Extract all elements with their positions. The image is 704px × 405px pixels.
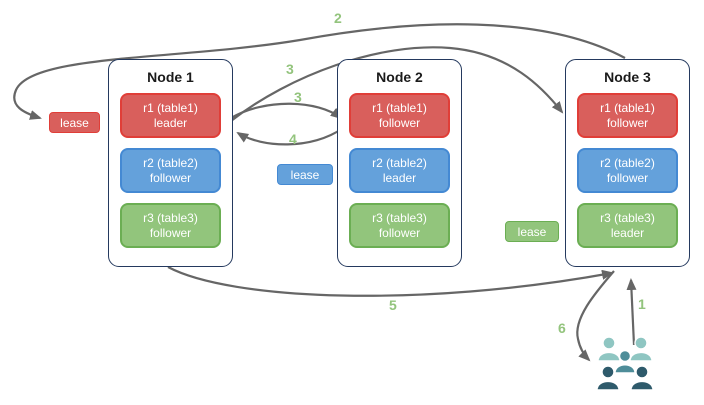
- node-title: Node 2: [376, 69, 423, 85]
- step-label-3b: 3: [294, 89, 302, 105]
- replica-role: follower: [606, 170, 649, 185]
- replica-r2-node1: r2 (table2) follower: [120, 148, 221, 193]
- replica-role: follower: [378, 115, 421, 130]
- replica-r1-node2: r1 (table1) follower: [349, 93, 450, 138]
- users-group-icon: [596, 336, 654, 391]
- step3-arrow-node1-to-node3: [230, 46, 564, 122]
- step1-arrow-users-to-node3: [626, 278, 637, 346]
- replica-range: r1 (table1): [600, 100, 655, 115]
- step-label-1: 1: [638, 296, 646, 312]
- node-2: Node 2 r1 (table1) follower r2 (table2) …: [337, 59, 462, 267]
- replica-r1-node3: r1 (table1) follower: [577, 93, 678, 138]
- replica-range: r2 (table2): [143, 155, 198, 170]
- step6-arrow-node3-to-users: [576, 270, 615, 362]
- node-1: Node 1 r1 (table1) leader r2 (table2) fo…: [108, 59, 233, 267]
- step-label-3a: 3: [286, 61, 294, 77]
- step2-arrow: [13, 23, 626, 120]
- step3-arrow-node1-to-node2: [230, 102, 343, 120]
- replica-r3-node2: r3 (table3) follower: [349, 203, 450, 248]
- step4-arrow-node2-to-node1: [236, 127, 344, 146]
- lease-badge-r1: lease: [49, 112, 100, 133]
- replica-range: r2 (table2): [600, 155, 655, 170]
- replica-role: follower: [149, 225, 192, 240]
- replica-role: follower: [378, 225, 421, 240]
- replica-r2-node3: r2 (table2) follower: [577, 148, 678, 193]
- replica-r1-node1: r1 (table1) leader: [120, 93, 221, 138]
- replica-role: follower: [606, 115, 649, 130]
- replica-r3-node3: r3 (table3) leader: [577, 203, 678, 248]
- replica-range: r1 (table1): [372, 100, 427, 115]
- step-label-4: 4: [289, 131, 297, 147]
- lease-badge-r2: lease: [277, 164, 333, 185]
- replica-role: leader: [153, 115, 188, 130]
- replica-role: leader: [382, 170, 417, 185]
- replica-r2-node2: r2 (table2) leader: [349, 148, 450, 193]
- replica-range: r2 (table2): [372, 155, 427, 170]
- node-title: Node 3: [604, 69, 651, 85]
- replica-role: follower: [149, 170, 192, 185]
- lease-badge-r3: lease: [505, 221, 559, 242]
- replica-range: r3 (table3): [143, 210, 198, 225]
- replica-role: leader: [610, 225, 645, 240]
- step-label-5: 5: [389, 297, 397, 313]
- replica-range: r3 (table3): [372, 210, 427, 225]
- replica-range: r3 (table3): [600, 210, 655, 225]
- node-title: Node 1: [147, 69, 194, 85]
- node-3: Node 3 r1 (table1) follower r2 (table2) …: [565, 59, 690, 267]
- replica-range: r1 (table1): [143, 100, 198, 115]
- step-label-2: 2: [334, 10, 342, 26]
- step5-arrow-node1-to-node3: [167, 266, 614, 297]
- replica-r3-node1: r3 (table3) follower: [120, 203, 221, 248]
- step-label-6: 6: [558, 320, 566, 336]
